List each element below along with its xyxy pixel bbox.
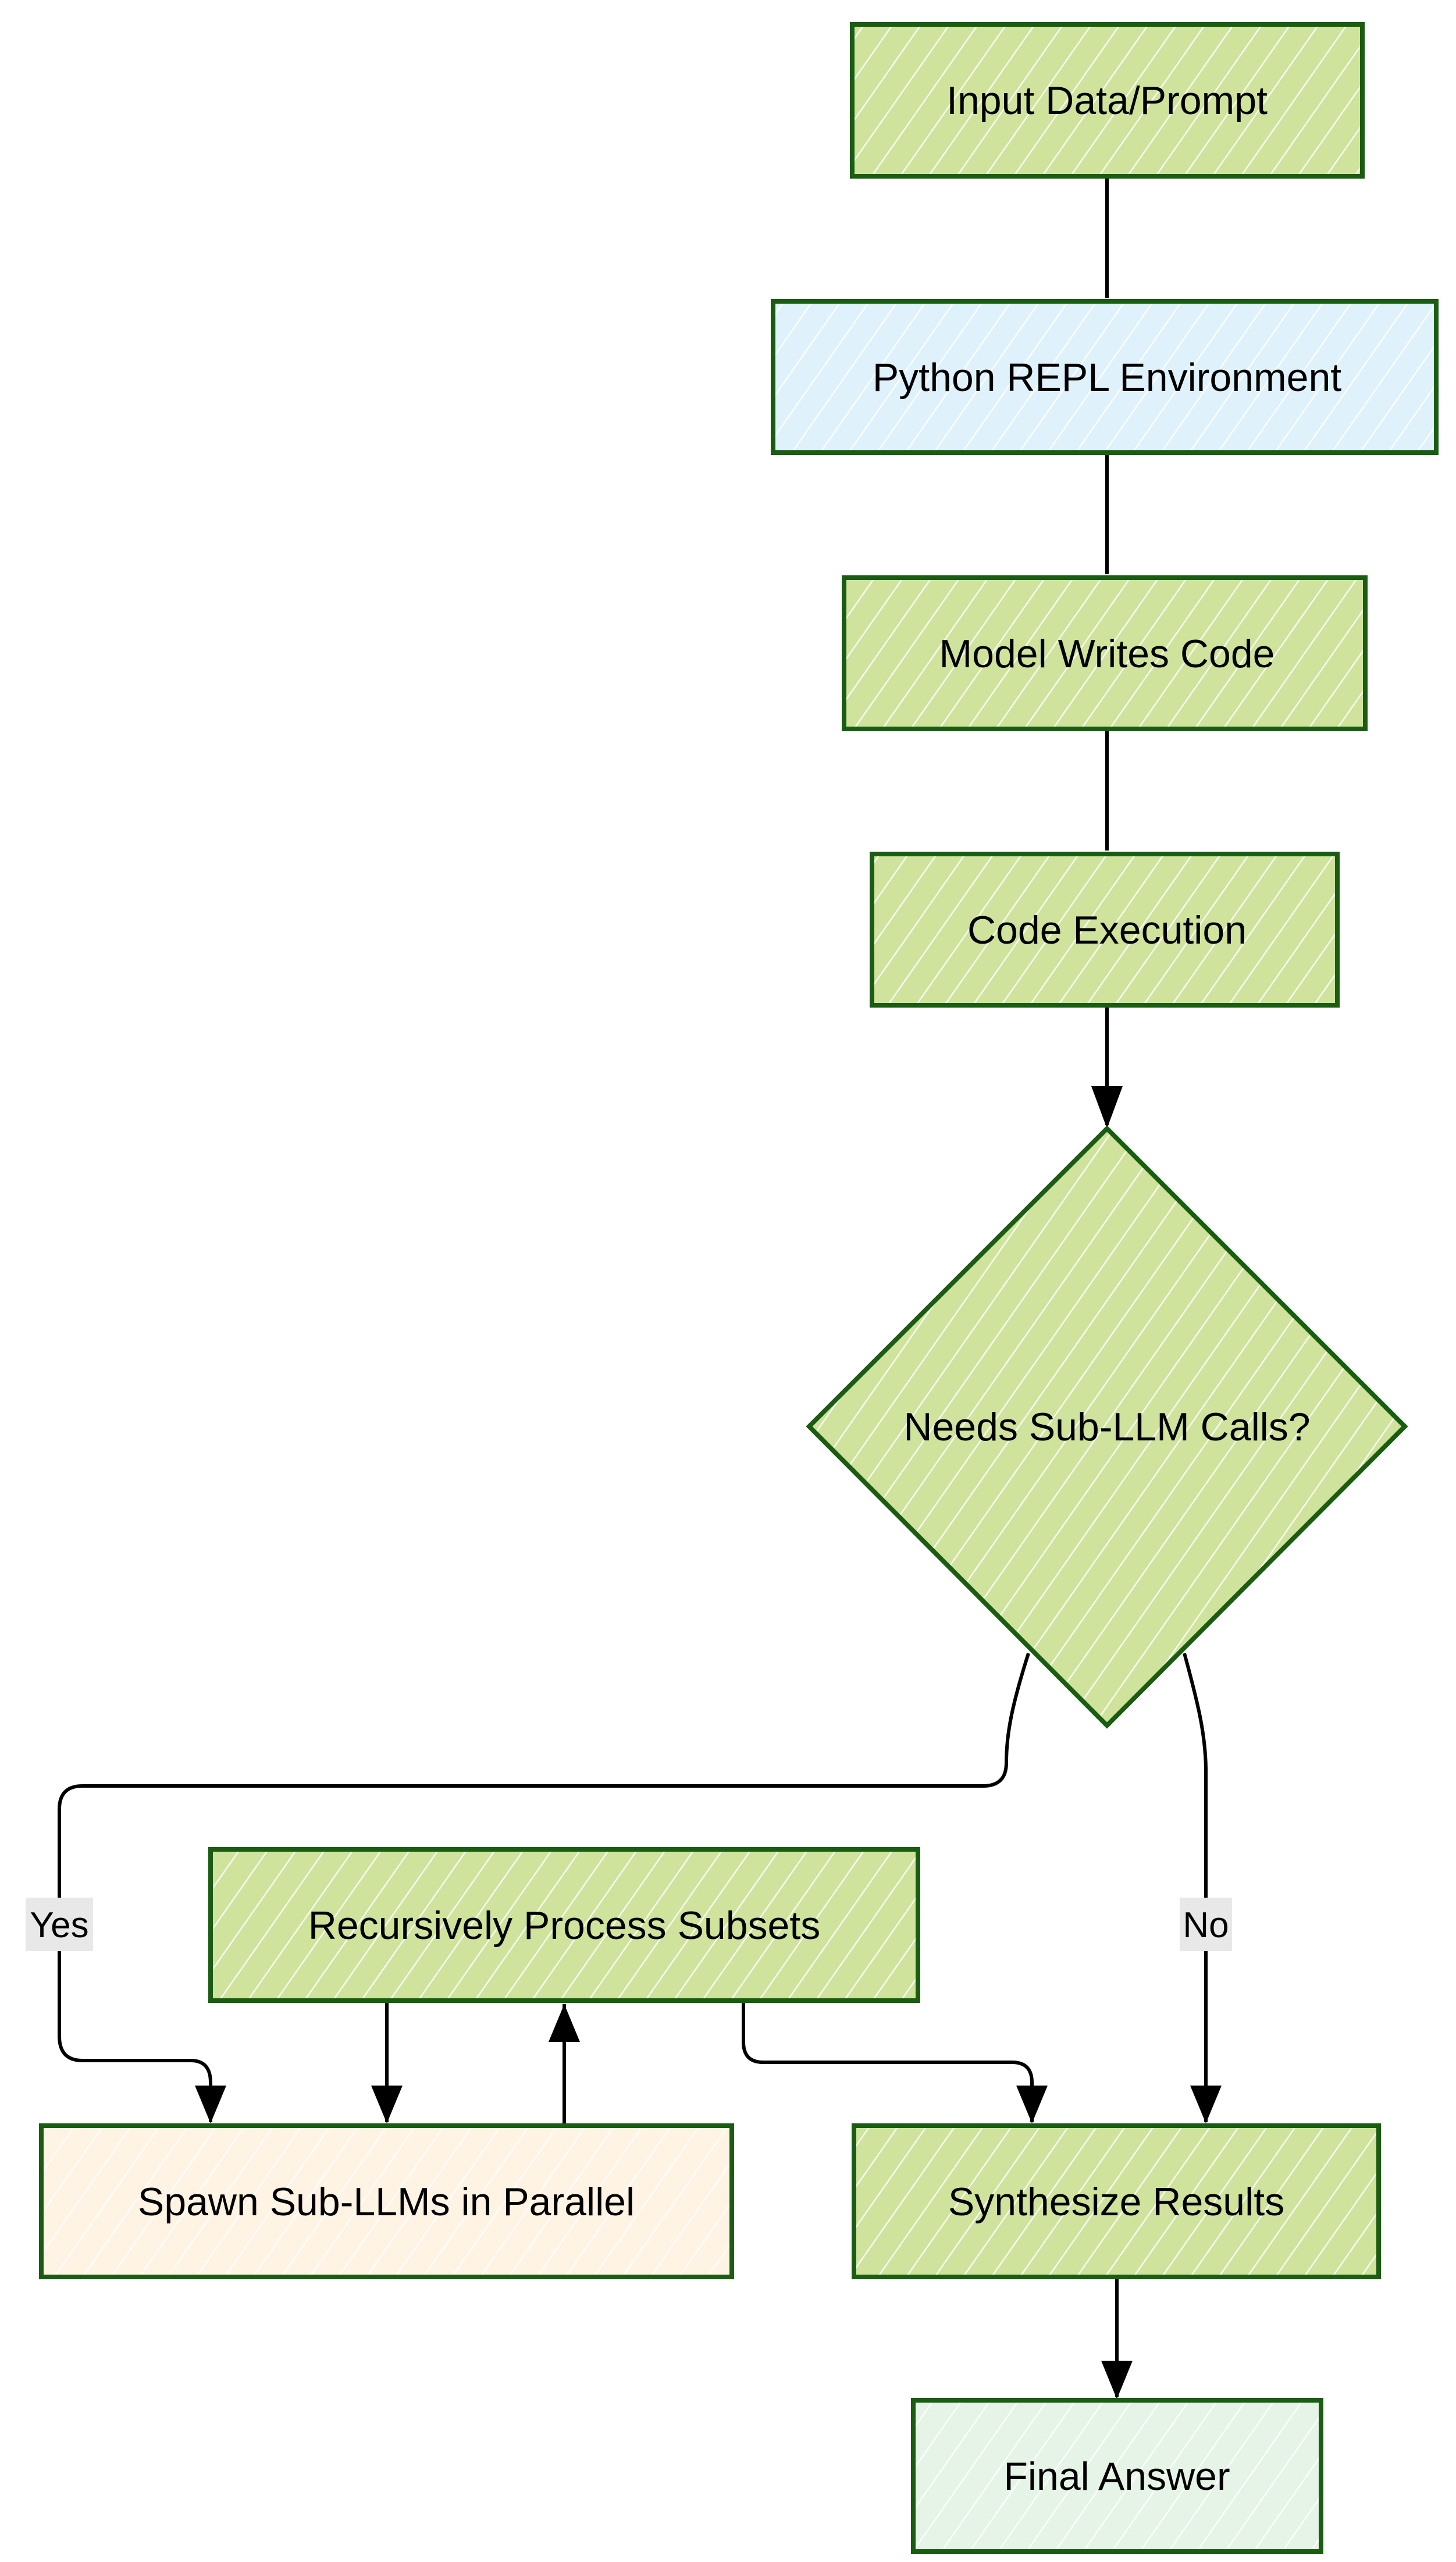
node-label: Recursively Process Subsets: [308, 1903, 821, 1948]
node-synthesize-results[interactable]: Synthesize Results: [852, 2123, 1381, 2279]
node-python-repl-environment[interactable]: Python REPL Environment: [771, 299, 1439, 455]
node-label: Final Answer: [1003, 2454, 1230, 2499]
edge-label-no: No: [1180, 1898, 1232, 1951]
node-label: Model Writes Code: [939, 632, 1275, 676]
edge-decision-no-to-synth: [1183, 1653, 1208, 2122]
arrowhead-icon: [371, 2086, 403, 2123]
node-input-data-prompt[interactable]: Input Data/Prompt: [850, 22, 1365, 179]
node-label: Needs Sub-LLM Calls?: [903, 1405, 1310, 1449]
arrowhead-icon: [1190, 2086, 1222, 2123]
arrowhead-icon: [1016, 2086, 1048, 2123]
arrowhead-icon: [195, 2086, 226, 2123]
decision-needs-sub-llm-calls[interactable]: Needs Sub-LLM Calls?: [806, 1125, 1408, 1729]
edge-decision-yes-to-spawn: [58, 1653, 1030, 2122]
node-code-execution[interactable]: Code Execution: [870, 852, 1340, 1008]
edge-label-yes: Yes: [26, 1898, 93, 1951]
edge-label-yes-text: Yes: [30, 1905, 88, 1945]
arrowhead-icon: [1101, 2361, 1133, 2399]
node-label: Input Data/Prompt: [946, 79, 1268, 123]
edge-recurse-to-synth: [742, 2001, 1034, 2122]
arrowhead-icon: [1091, 1086, 1123, 1129]
edge-label-no-text: No: [1183, 1905, 1229, 1945]
edges: [58, 176, 1208, 2397]
node-spawn-sub-llms-in-parallel[interactable]: Spawn Sub-LLMs in Parallel: [39, 2123, 734, 2279]
node-label: Code Execution: [967, 908, 1247, 952]
node-recursively-process-subsets[interactable]: Recursively Process Subsets: [208, 1847, 920, 2003]
node-label: Synthesize Results: [948, 2180, 1284, 2224]
node-label: Python REPL Environment: [873, 355, 1341, 400]
node-final-answer[interactable]: Final Answer: [911, 2398, 1323, 2554]
node-label: Spawn Sub-LLMs in Parallel: [138, 2180, 635, 2224]
arrowhead-icon: [549, 2004, 580, 2042]
node-model-writes-code[interactable]: Model Writes Code: [842, 575, 1368, 731]
